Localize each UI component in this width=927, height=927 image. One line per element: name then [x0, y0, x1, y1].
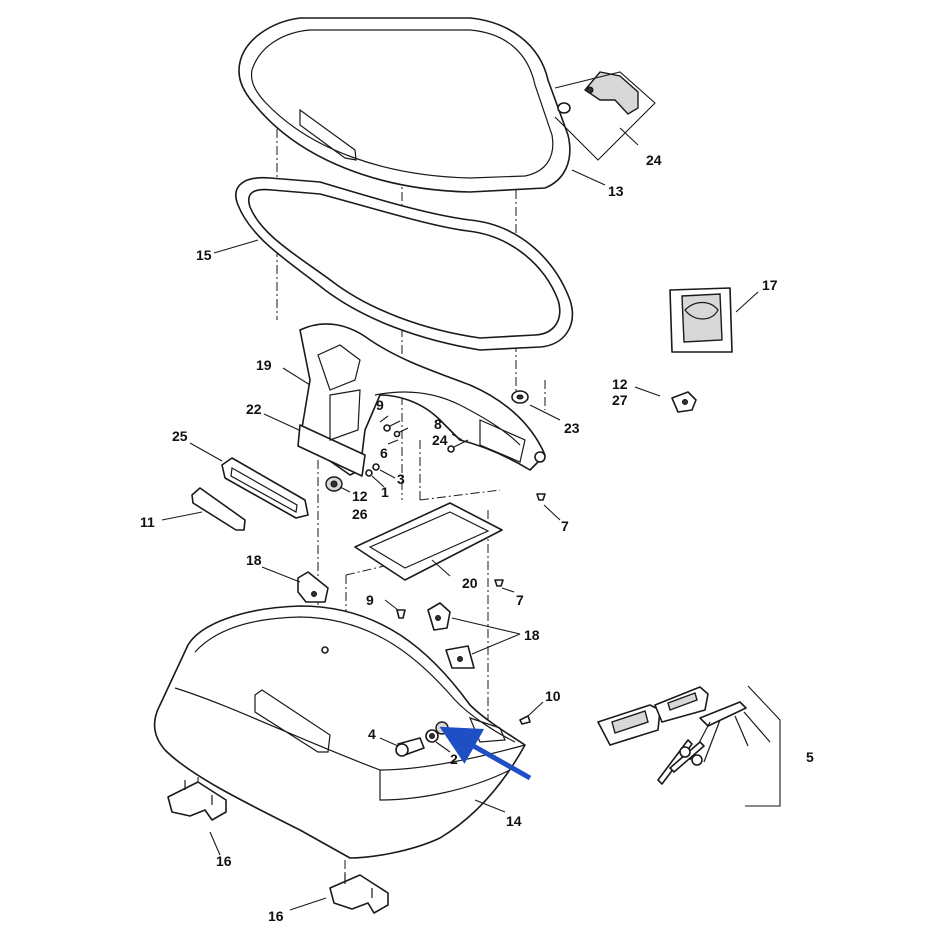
saddlebag-body-part [153, 605, 526, 859]
trim-strip-part [191, 487, 246, 531]
callout-11-trim: 11 [140, 514, 155, 530]
callout-12-clip: 12 [612, 376, 628, 392]
callout-24-screw: 24 [432, 432, 448, 448]
tool-kit-part [597, 686, 771, 785]
bumper-part [325, 476, 343, 492]
callout-18-left: 18 [246, 552, 262, 568]
latch-part [557, 71, 639, 115]
callout-26-bumper: 26 [352, 506, 368, 522]
callout-19: 19 [256, 357, 272, 373]
callout-18-right: 18 [524, 627, 540, 643]
mount-upper-part [167, 780, 227, 821]
callout-1: 1 [381, 484, 389, 500]
callout-9-upper: 9 [376, 397, 384, 413]
bracket-left-part [297, 571, 329, 603]
callout-17-decal: 17 [762, 277, 778, 293]
callout-3: 3 [397, 471, 405, 487]
callout-16-lower: 16 [268, 908, 284, 924]
callout-12-bumper: 12 [352, 488, 368, 504]
bracket-right-part [427, 602, 475, 669]
callout-14-saddlebag: 14 [506, 813, 522, 829]
callout-25-handle: 25 [172, 428, 188, 444]
callout-24-latch: 24 [646, 152, 662, 168]
gasket-part [235, 176, 574, 351]
lid-part [238, 17, 571, 193]
callout-15-gasket: 15 [196, 247, 212, 263]
callout-labels: 24 13 15 17 19 12 27 9 22 8 24 23 25 6 3… [140, 152, 814, 924]
callout-5-toolkit: 5 [806, 749, 814, 765]
liner-frame-part [297, 323, 546, 477]
highlight-arrow [439, 726, 532, 781]
handle-part [221, 457, 309, 519]
callout-4: 4 [368, 726, 376, 742]
clip-part [671, 391, 697, 413]
callout-2: 2 [450, 751, 458, 767]
grommet-part [511, 390, 529, 404]
mount-lower-part [329, 874, 389, 914]
callout-22: 22 [246, 401, 262, 417]
callout-23-grommet: 23 [564, 420, 580, 436]
lock-parts [395, 721, 449, 757]
decal-part [669, 287, 733, 353]
callout-8: 8 [434, 416, 442, 432]
floor-panel-part [354, 502, 503, 581]
callout-6: 6 [380, 445, 388, 461]
callout-27-clip: 27 [612, 392, 628, 408]
callout-7-upper: 7 [561, 518, 569, 534]
callout-9-lower: 9 [366, 592, 374, 608]
callout-20-floor: 20 [462, 575, 478, 591]
callout-16-upper: 16 [216, 853, 232, 869]
callout-10: 10 [545, 688, 561, 704]
callout-7-lower: 7 [516, 592, 524, 608]
callout-13-lid: 13 [608, 183, 624, 199]
leader-lines [161, 127, 759, 911]
